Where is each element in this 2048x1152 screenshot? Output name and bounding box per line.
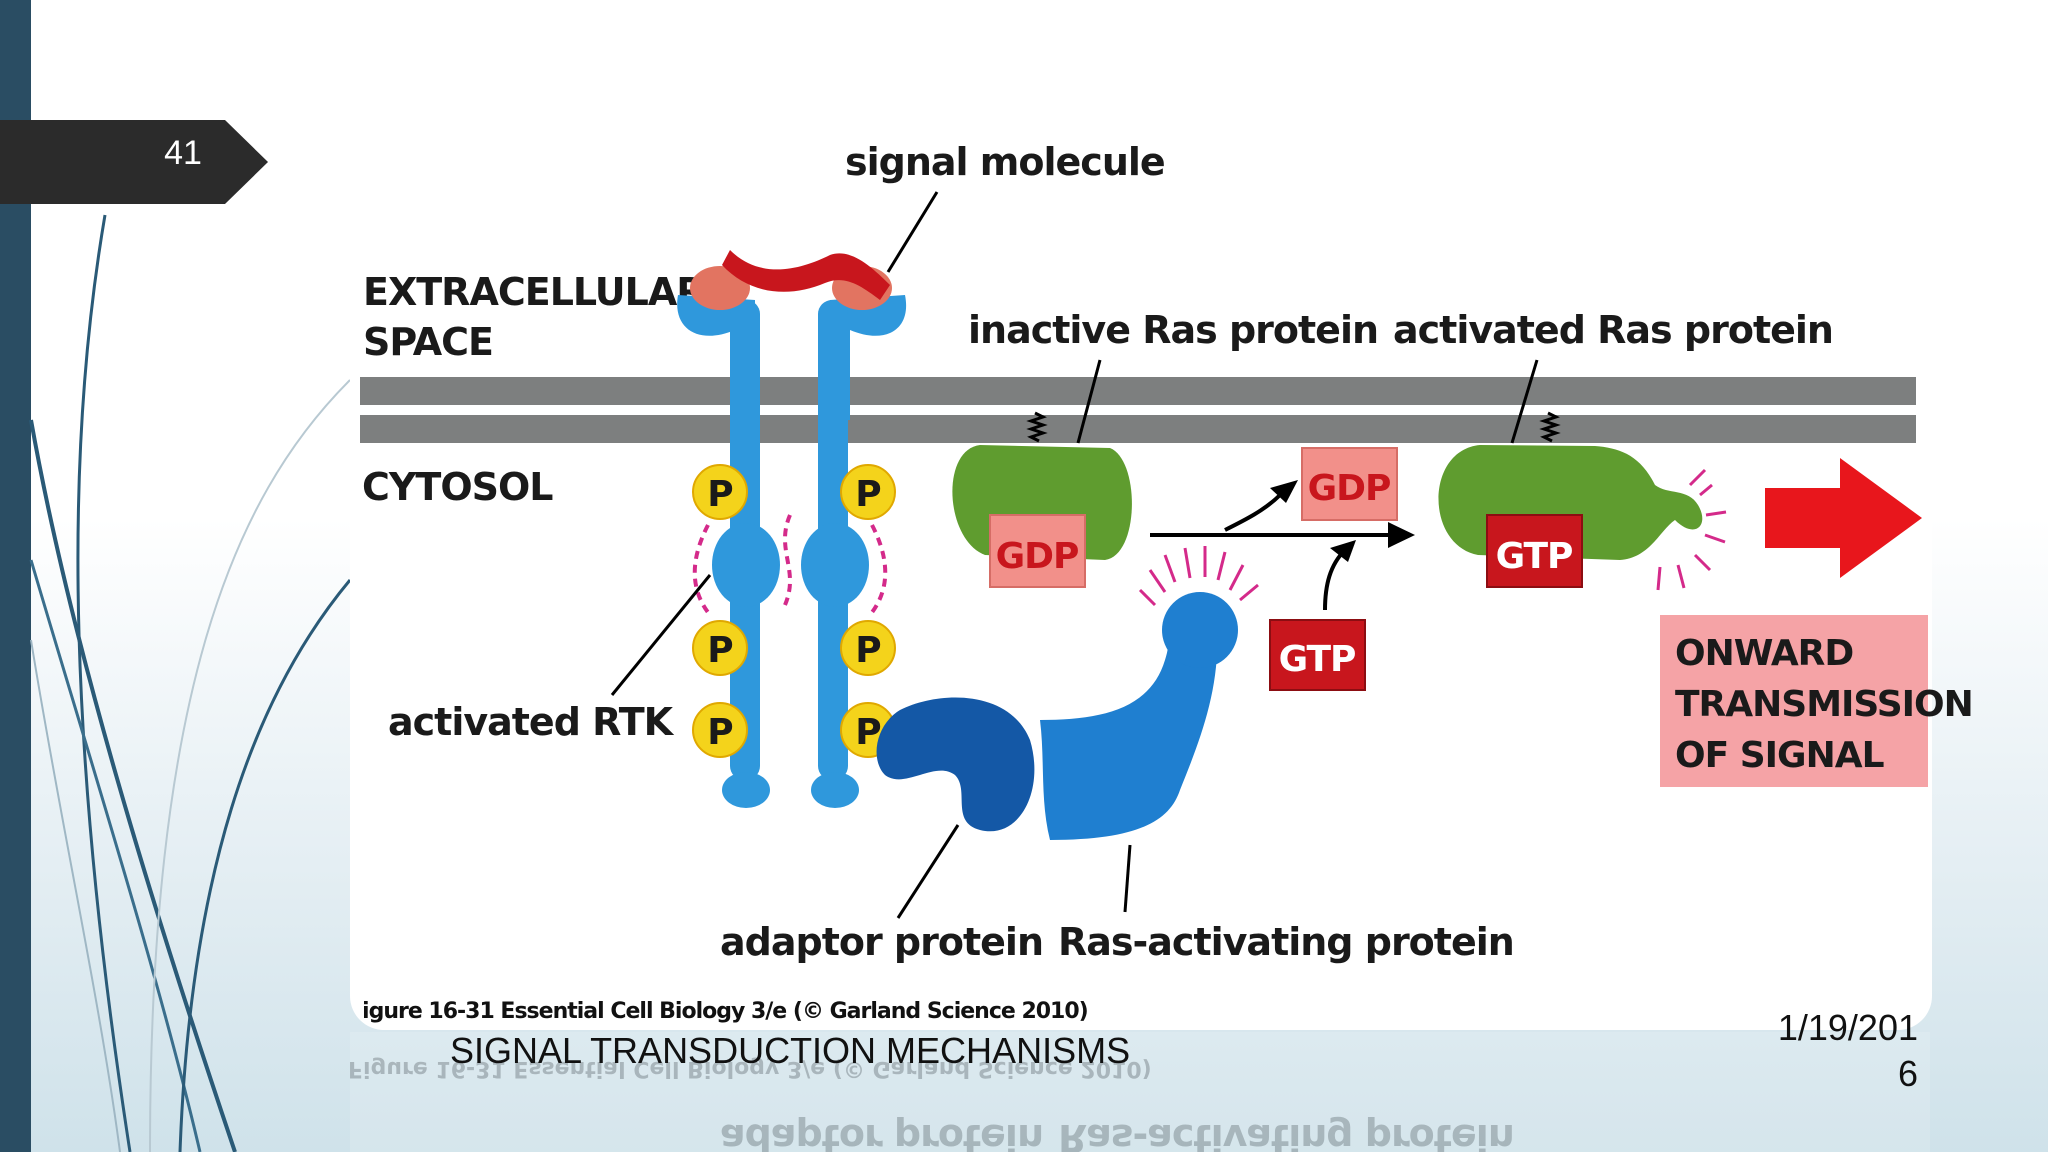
activated-rtk-label: activated RTK (388, 700, 675, 744)
activation-rays (1656, 468, 1727, 591)
slide-date-line-1: 1/19/201 (1778, 1007, 1918, 1048)
slide-number: 41 (164, 134, 202, 172)
svg-text:GDP: GDP (1308, 468, 1391, 509)
gdp-released-box: GDP (1301, 447, 1398, 521)
svg-text:P: P (707, 474, 732, 515)
phosphate-3: P (692, 620, 748, 676)
inactive-ras-label: inactive Ras protein (968, 308, 1378, 352)
phosphate-1: P (692, 464, 748, 520)
svg-text:GDP: GDP (996, 536, 1079, 577)
extracellular-label-1: EXTRACELLULAR (363, 270, 705, 314)
svg-text:Figure 16-31 Essential Cell Bi: Figure 16-31 Essential Cell Biology 3/e … (348, 1056, 1152, 1081)
activated-ras-label: activated Ras protein (1393, 308, 1833, 352)
svg-text:P: P (855, 474, 880, 515)
figure-reflection: adaptor protein Ras-activating protein F… (348, 1032, 1930, 1152)
onward-line-3: OF SIGNAL (1675, 735, 1884, 776)
slide-date-line-2: 6 (1898, 1053, 1918, 1094)
phosphate-2: P (840, 464, 896, 520)
adaptor-protein-label: adaptor protein (720, 920, 1043, 964)
slide-number-tab: 41 (0, 120, 268, 204)
decorative-curves (29, 214, 352, 1152)
svg-text:P: P (855, 630, 880, 671)
onward-line-2: TRANSMISSION (1675, 684, 1973, 725)
gtp-bound-box: GTP (1486, 514, 1583, 588)
phosphate-4: P (840, 620, 896, 676)
figure-panel (350, 130, 1932, 1030)
ras-activating-protein-shape (1040, 546, 1259, 840)
svg-text:adaptor protein: adaptor protein (720, 1116, 1043, 1152)
svg-text:P: P (707, 712, 732, 753)
figure-caption: Figure 16-31 Essential Cell Biology 3/e … (348, 999, 1088, 1024)
svg-text:P: P (707, 630, 732, 671)
onward-arrow (1765, 458, 1922, 578)
adaptor-protein-shape (876, 697, 1035, 832)
signal-molecule-label: signal molecule (845, 140, 1165, 184)
cytosol-label: CYTOSOL (362, 465, 553, 509)
svg-text:GTP: GTP (1496, 536, 1573, 577)
extracellular-label-2: SPACE (363, 320, 493, 364)
svg-text:GTP: GTP (1279, 639, 1356, 680)
activated-rtk (677, 250, 907, 808)
gdp-inactive-box: GDP (989, 514, 1086, 588)
onward-transmission-box: ONWARD TRANSMISSION OF SIGNAL (1660, 615, 1974, 787)
gtp-incoming-box: GTP (1269, 619, 1366, 691)
svg-text:Ras-activating protein: Ras-activating protein (1058, 1116, 1514, 1152)
onward-line-1: ONWARD (1675, 633, 1853, 674)
phosphate-groups: P P P P P P (692, 464, 896, 758)
footer-title: SIGNAL TRANSDUCTION MECHANISMS (450, 1030, 1130, 1071)
ras-activating-protein-label: Ras-activating protein (1058, 920, 1514, 964)
phosphate-5: P (692, 702, 748, 758)
cell-membrane (360, 377, 1916, 443)
